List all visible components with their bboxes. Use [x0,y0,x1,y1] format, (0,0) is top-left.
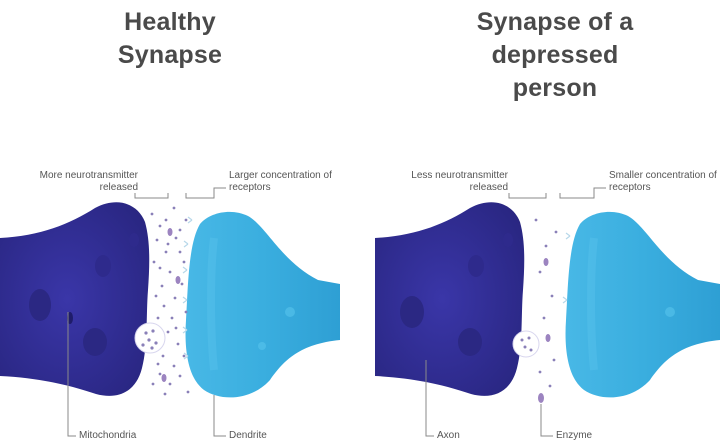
depressed-release-label-line-1: Less neurotransmitter [411,170,508,181]
healthy-release-label-line-2: released [99,182,138,193]
mitochondrion [458,328,482,356]
healthy-dendrite [185,211,340,398]
mitochondrion [95,255,111,277]
healthy-neurotransmitters [150,206,190,396]
depressed-title-line-2: depressed person [491,41,619,102]
depressed-receptors-label-line-1: Smaller concentration of [609,170,717,181]
healthy-synapse-title: Healthy Synapse [117,8,223,69]
depressed-neurotransmitters [534,218,558,388]
healthy-receptors [182,216,193,360]
depressed-synapse [375,187,720,437]
healthy-receptors-label-line-2: receptors [229,182,271,193]
mitochondrion [468,255,484,277]
depressed-title-line-1: Synapse of a [476,8,634,36]
mitochondrion [400,296,424,328]
axon-label: Axon [437,430,460,441]
enzyme [167,228,173,236]
depressed-leader-lines [425,187,606,437]
mitochondria-label: Mitochondria [79,430,137,441]
depressed-receptors-label-line-2: receptors [609,182,651,193]
depressed-release-label: Less neurotransmitter released [380,170,508,194]
depressed-dendrite [565,211,720,398]
enzyme [538,393,544,403]
healthy-release-label: More neurotransmitter released [10,170,138,194]
enzyme [545,334,551,342]
mitochondrion [129,233,139,247]
depressed-receptors [562,232,571,304]
releasing-vesicle [134,322,166,354]
enzyme-label: Enzyme [556,430,593,441]
depressed-synapse-title: Synapse of a depressed person [455,6,655,105]
dendrite-label: Dendrite [229,430,267,441]
healthy-leader-lines [67,187,226,437]
mitochondrion [83,328,107,356]
enzyme [543,258,549,266]
depressed-release-label-line-2: released [469,182,508,193]
depressed-receptors-label: Smaller concentration of receptors [609,170,719,194]
releasing-vesicle [512,330,540,358]
healthy-release-label-line-1: More neurotransmitter [39,170,138,181]
enzyme [175,276,181,284]
depressed-axon-terminal [375,202,525,396]
healthy-axon-terminal [0,202,150,396]
mitochondrion [29,289,51,321]
enzyme [161,374,167,382]
healthy-synapse [0,187,340,437]
healthy-receptors-label-line-1: Larger concentration of [229,170,332,181]
mitochondrion [503,233,513,247]
healthy-receptors-label: Larger concentration of receptors [229,170,359,194]
